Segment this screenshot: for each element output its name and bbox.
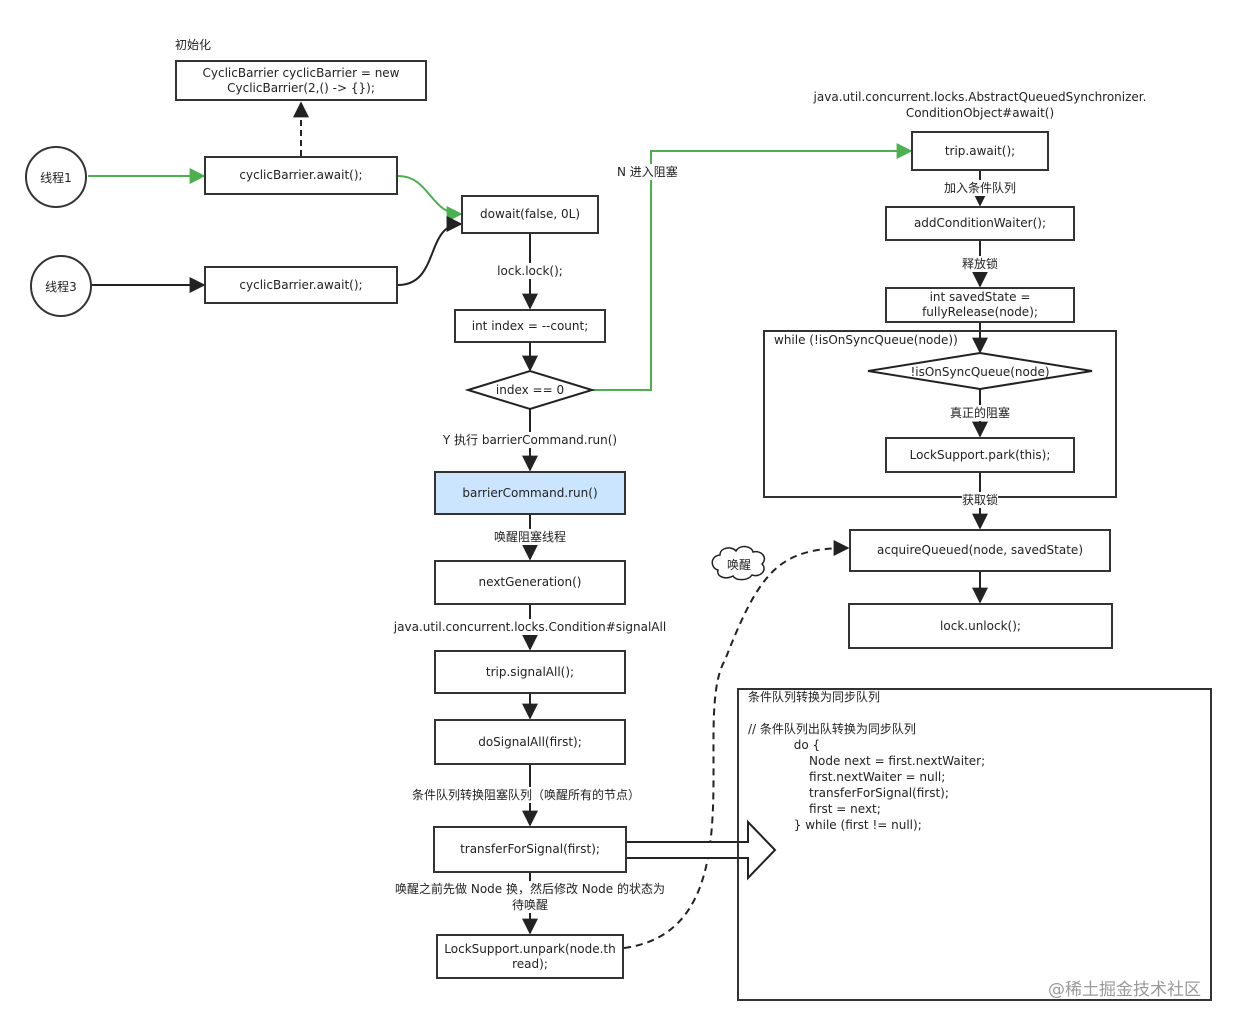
next-generation-box: nextGeneration() <box>434 560 626 605</box>
index-box: int index = --count; <box>454 309 606 343</box>
acquire-queued-box: acquireQueued(node, savedState) <box>849 529 1111 572</box>
await1-box: cyclicBarrier.await(); <box>204 156 398 195</box>
fully-release-box: int savedState = fullyRelease(node); <box>885 287 1075 323</box>
signal-all-label: java.util.concurrent.locks.Condition#sig… <box>393 619 667 635</box>
dowait-box: dowait(false, 0L) <box>461 195 599 234</box>
await3-to-dowait <box>397 216 463 286</box>
wake-dashed-curve <box>623 540 850 949</box>
barrier-command-run-box: barrierCommand.run() <box>434 471 626 515</box>
diamond-index-text: index == 0 <box>495 383 565 397</box>
while-loop-frame <box>763 330 1117 498</box>
code-line: // 条件队列出队转换为同步队列 <box>748 722 916 736</box>
acquire-lock-label: 获取锁 <box>961 492 999 508</box>
n-branch-label: N 进入阻塞 <box>617 164 678 180</box>
code-line: Node next = first.nextWaiter; <box>748 754 986 768</box>
code-panel <box>737 688 1212 1001</box>
watermark: @稀土掘金技术社区 <box>1048 980 1201 1000</box>
cond-transfer-label: 条件队列转换阻塞队列（唤醒所有的节点） <box>411 787 641 803</box>
init-label: 初始化 <box>175 38 212 52</box>
thread1-circle: 线程1 <box>25 146 87 208</box>
code-line: do { <box>748 738 821 752</box>
transfer-for-signal-box: transferForSignal(first); <box>433 826 627 873</box>
do-signal-all-box: doSignalAll(first); <box>434 719 626 765</box>
trip-await-box: trip.await(); <box>911 131 1049 171</box>
release-lock-label: 释放锁 <box>961 256 999 272</box>
while-label: while (!isOnSyncQueue(node)) <box>774 333 958 347</box>
wake-cloud-label: 唤醒 <box>727 558 752 572</box>
y-branch-label: Y 执行 barrierCommand.run() <box>442 432 618 448</box>
unpark-box: LockSupport.unpark(node.thread); <box>436 934 624 979</box>
code-panel-title: 条件队列转换为同步队列 <box>748 690 881 704</box>
unlock-box: lock.unlock(); <box>848 603 1113 649</box>
real-block-label: 真正的阻塞 <box>949 405 1011 421</box>
await3-box: cyclicBarrier.await(); <box>204 266 398 304</box>
aqs-label-1: java.util.concurrent.locks.AbstractQueue… <box>813 90 1147 104</box>
add-condition-waiter-box: addConditionWaiter(); <box>885 206 1075 241</box>
code-line: transferForSignal(first); <box>748 786 949 800</box>
code-line: } while (first != null); <box>748 818 922 832</box>
cloud-shape <box>711 545 766 581</box>
park-box: LockSupport.park(this); <box>885 437 1075 473</box>
add-cond-label: 加入条件队列 <box>943 180 1017 196</box>
wake-blocked-label: 唤醒阻塞线程 <box>493 529 567 545</box>
aqs-label-2: ConditionObject#await() <box>905 106 1055 120</box>
init-box: CyclicBarrier cyclicBarrier = new Cyclic… <box>175 60 427 101</box>
diamond-sync-shape <box>867 351 1093 391</box>
diamond-sync-text: !isOnSyncQueue(node) <box>910 365 1050 379</box>
before-wake-label-2: 待唤醒 <box>511 897 549 913</box>
big-hollow-arrow <box>617 819 777 881</box>
diamond-index-shape <box>464 369 596 411</box>
before-wake-label-1: 唤醒之前先做 Node 换，然后修改 Node 的状态为 <box>395 881 665 897</box>
code-line: first = next; <box>748 802 881 816</box>
trip-signal-all-box: trip.signalAll(); <box>434 650 626 694</box>
code-line: first.nextWaiter = null; <box>748 770 946 784</box>
code-block: // 条件队列出队转换为同步队列 do { Node next = first.… <box>748 721 985 833</box>
n-branch-arrow <box>592 143 913 391</box>
await1-to-dowait <box>397 175 463 222</box>
thread3-circle: 线程3 <box>30 255 92 317</box>
lock-lock-label: lock.lock(); <box>497 263 563 279</box>
